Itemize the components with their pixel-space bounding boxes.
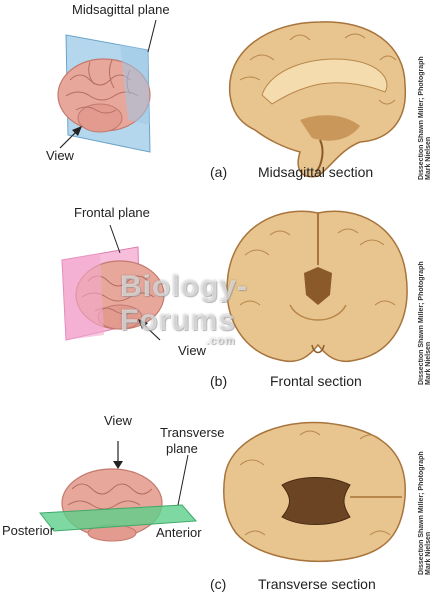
watermark-logo: Biology-Forums.com [120, 270, 248, 347]
panel-b-graphics [61, 210, 408, 362]
transverse-specimen [223, 421, 406, 563]
panel-a-graphics [57, 19, 407, 178]
panel-c-letter: (c) [210, 576, 227, 592]
view-label-b: View [178, 343, 206, 358]
brain-icon-c [61, 468, 163, 542]
panel-c-graphics [39, 421, 406, 563]
panel-transverse: View Transverse plane Posterior Anterior… [0, 405, 438, 600]
transverse-plane-label-2: plane [166, 441, 198, 456]
view-label-c: View [104, 413, 132, 428]
view-label-a: View [46, 148, 74, 163]
transverse-plane-label-1: Transverse [160, 425, 225, 440]
frontal-plane-label: Frontal plane [74, 205, 150, 220]
panel-b-letter: (b) [210, 373, 228, 389]
transverse-plane [39, 504, 198, 532]
anterior-label: Anterior [156, 525, 202, 540]
panel-c-credit: Dissection Shawn Miller; Photograph Mark… [418, 451, 432, 575]
panel-frontal: Frontal plane View (b) Frontal section D… [0, 195, 438, 395]
panel-a-caption: Midsagittal section [258, 164, 374, 180]
midsagittal-plane-label: Midsagittal plane [72, 2, 170, 17]
panel-c-caption: Transverse section [258, 576, 376, 592]
panel-a-letter: (a) [210, 164, 228, 180]
frontal-specimen [226, 210, 408, 362]
panel-b-caption: Frontal section [270, 373, 362, 389]
panel-a-credit: Dissection Shawn Miller; Photograph Mark… [418, 56, 432, 180]
panel-midsagittal: Midsagittal plane View (a) Midsagittal s… [0, 0, 438, 190]
panel-b-credit: Dissection Shawn Miller; Photograph Mark… [418, 261, 432, 385]
posterior-label: Posterior [2, 523, 55, 538]
midsagittal-specimen [228, 21, 407, 178]
